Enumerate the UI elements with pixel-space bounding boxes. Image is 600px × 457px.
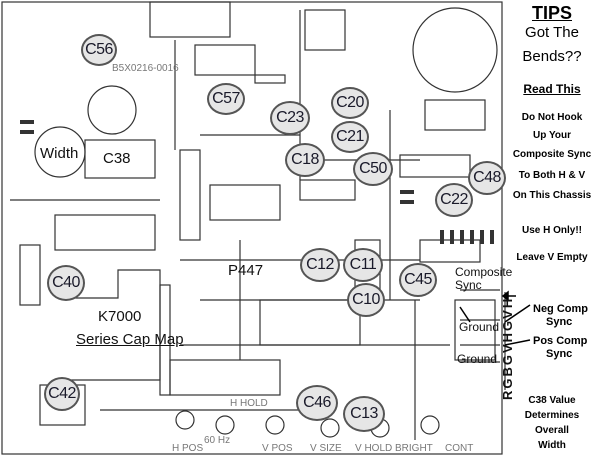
- use-h-only: Use H Only!!: [521, 225, 582, 236]
- cap-c22: C22: [435, 183, 473, 217]
- warn-line3: Composite Sync: [512, 149, 592, 160]
- cap-c11: C11: [343, 248, 383, 282]
- cap-c45: C45: [399, 263, 437, 297]
- pot-label-bright: BRIGHT: [395, 443, 433, 454]
- read-this-label: Read This: [523, 82, 581, 96]
- pot-label-h-hold: H HOLD: [230, 398, 268, 409]
- tips-line1: Got The: [525, 24, 579, 41]
- map-title-line2: Series Cap Map: [76, 331, 184, 348]
- cap-c40: C40: [47, 265, 85, 301]
- cap-c56: C56: [81, 34, 117, 66]
- c38-value-line4: Width: [538, 440, 566, 451]
- pot-label-cont: CONT: [445, 443, 474, 454]
- warn-line1: Do Not Hook: [521, 112, 583, 123]
- warn-line2: Up Your: [533, 130, 571, 141]
- cap-c46: C46: [296, 385, 338, 421]
- cap-c50: C50: [353, 152, 393, 186]
- tips-heading: TIPS: [531, 3, 572, 23]
- pot-label-v-pos: V POS: [262, 443, 293, 454]
- ground-label-2: Ground: [457, 352, 498, 366]
- chassis-label: P447: [228, 262, 264, 279]
- tips-panel: TIPS Got The Bends?? Read This Do Not Ho…: [504, 0, 600, 457]
- cap-c57: C57: [207, 83, 245, 115]
- cap-c21: C21: [331, 121, 369, 153]
- neg-comp-sync-line1: Neg Comp: [533, 303, 588, 315]
- c38-value-line1: C38 Value: [528, 395, 576, 406]
- ground-label-1: Ground: [459, 320, 500, 334]
- c38-value-line2: Determines: [524, 410, 580, 421]
- pos-comp-sync-line1: Pos Comp: [533, 335, 588, 347]
- cap-c13: C13: [343, 396, 385, 432]
- cap-c23: C23: [270, 101, 310, 135]
- cap-c10: C10: [347, 283, 385, 317]
- pot-label-v-hold: V HOLD: [355, 443, 393, 454]
- leave-v-empty: Leave V Empty: [516, 252, 588, 263]
- pot-label-60hz: 60 Hz: [204, 435, 231, 446]
- warn-line4: To Both H & V: [518, 170, 586, 181]
- cap-c48: C48: [468, 161, 506, 195]
- warn-line5: On This Chassis: [512, 190, 592, 201]
- tips-line2: Bends??: [522, 48, 582, 65]
- c38-value-line3: Overall: [535, 425, 569, 436]
- map-title-line1: K7000: [98, 308, 142, 325]
- pot-label-h-pos: H POS: [172, 443, 204, 454]
- pos-comp-sync-line2: Sync: [546, 348, 573, 360]
- cap-c20: C20: [331, 87, 369, 119]
- cap-c18: C18: [285, 143, 325, 177]
- cap-c12: C12: [300, 248, 340, 282]
- neg-comp-sync-line2: Sync: [546, 316, 573, 328]
- width-coil-label: Width: [40, 145, 79, 162]
- pot-label-v-size: V SIZE: [310, 443, 342, 454]
- c38-board-label: C38: [103, 150, 131, 167]
- cap-c42: C42: [44, 377, 80, 411]
- part-number-label: B5X0216-0016: [112, 63, 179, 74]
- composite-sync-label: Composite Sync: [455, 265, 513, 292]
